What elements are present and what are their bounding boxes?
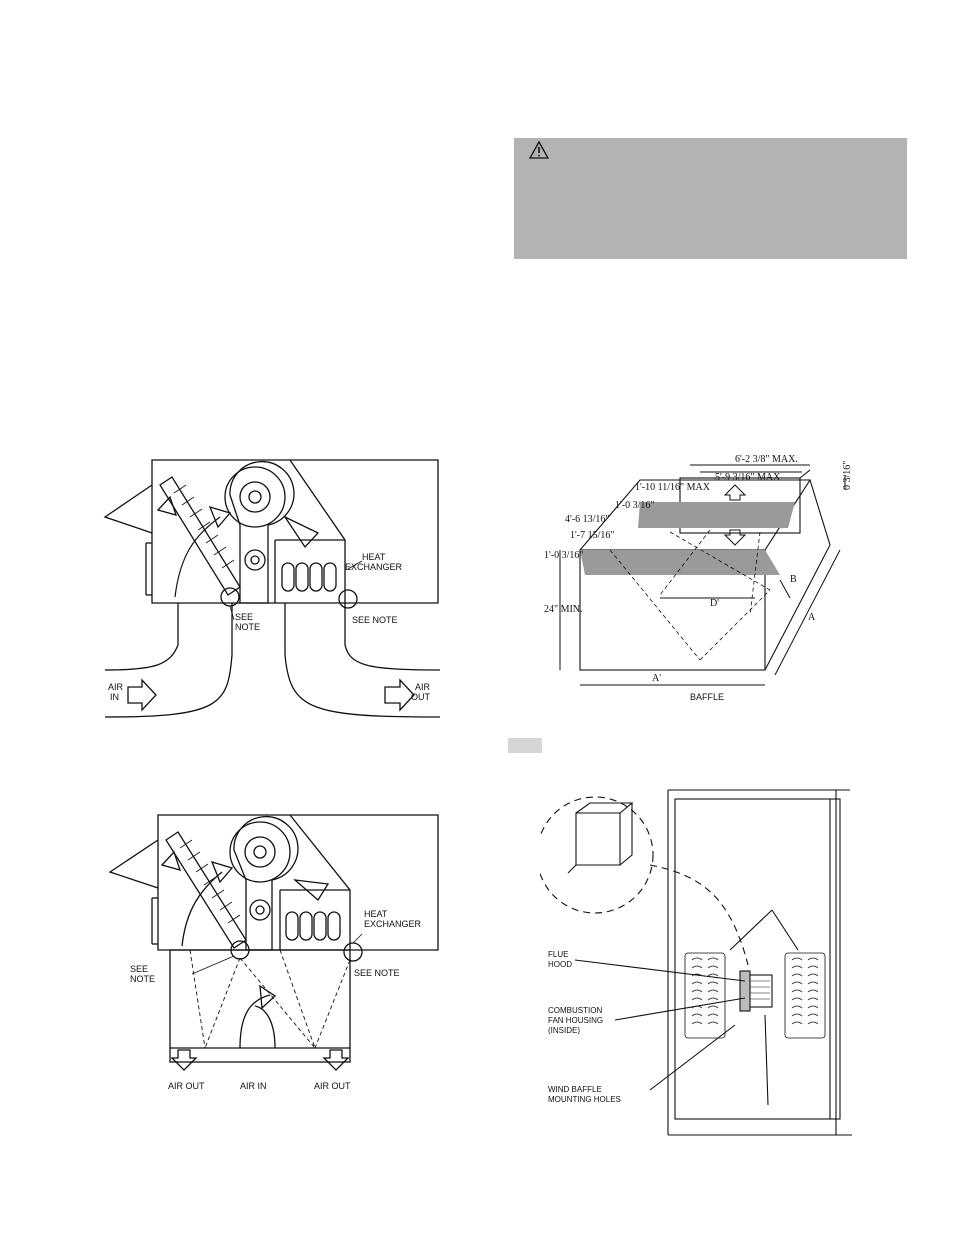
dim-min: 24" MIN. [544, 604, 583, 615]
dim-b: 1'-0 3/16" [615, 500, 655, 511]
air-out-left-label: AIR OUT [168, 1081, 205, 1091]
see-note-right-label: SEE NOTE [354, 968, 400, 978]
warning-triangle-icon [528, 140, 550, 159]
label-a: A [808, 612, 816, 623]
dim-right: 0 3/16" [842, 461, 853, 490]
heat-exchanger-line1: HEAT [362, 552, 386, 562]
baffle-label: BAFFLE [690, 692, 724, 702]
see-note-right-label: SEE NOTE [352, 615, 398, 625]
duct-dimension-figure: 6'-2 3/8" MAX. 5'-9 3/16" MAX 0 3/16" 1'… [544, 454, 853, 702]
dim-a: 1'-10 11/16" MAX [635, 482, 711, 493]
dim-e: 1'-0 3/16" [544, 550, 584, 561]
warning-box [514, 138, 907, 259]
label-d: D' [710, 598, 719, 609]
dim-d: 1'-7 15/16" [570, 530, 615, 541]
label-b: B [790, 574, 797, 585]
air-in-label: AIR IN [240, 1081, 267, 1091]
figure-tag [508, 738, 542, 753]
air-out-right-label: AIR OUT [314, 1081, 351, 1091]
dim-max-mid: 5'-9 3/16" MAX [715, 472, 781, 483]
label-a1: A' [652, 673, 661, 684]
dim-max-total: 6'-2 3/8" MAX. [735, 454, 798, 465]
dim-c: 4'-6 13/16" [565, 514, 610, 525]
